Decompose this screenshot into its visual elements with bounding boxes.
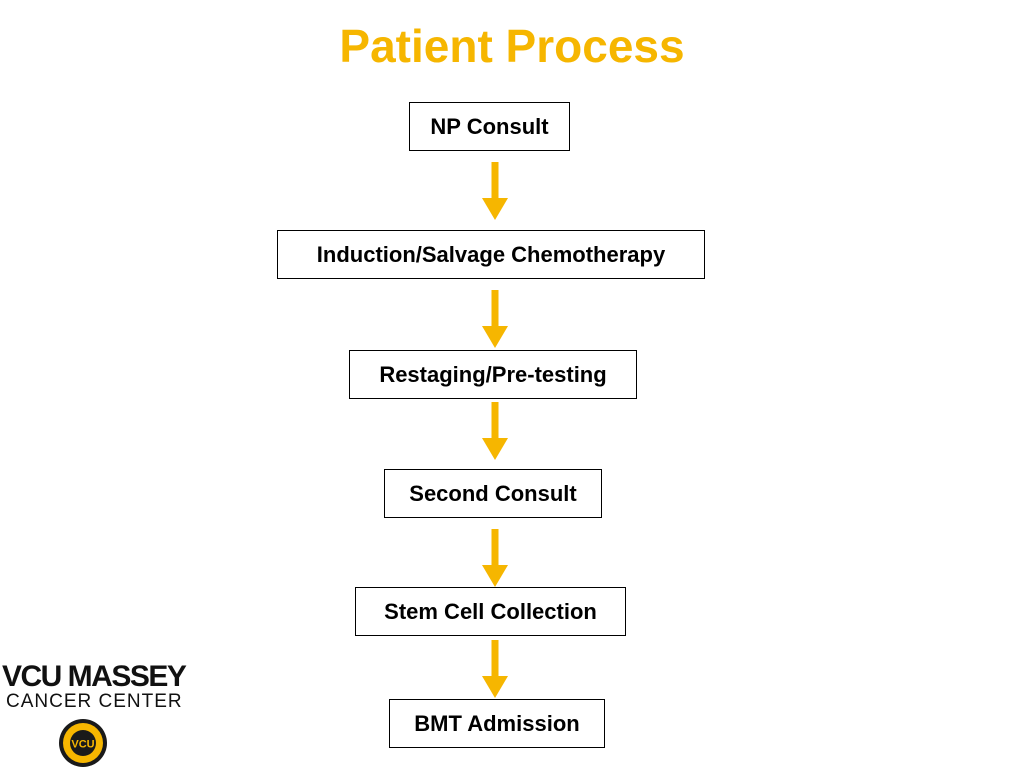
flow-step-restaging-pre-testing: Restaging/Pre-testing — [349, 350, 637, 399]
flow-step-induction-salvage-chemotherapy: Induction/Salvage Chemotherapy — [277, 230, 705, 279]
vcu-seal-icon: VCU — [59, 719, 107, 767]
flow-step-stem-cell-collection: Stem Cell Collection — [355, 587, 626, 636]
arrow-down-icon — [482, 290, 508, 348]
arrow-down-icon — [482, 529, 508, 587]
seal-text: VCU — [71, 739, 94, 751]
logo-subtitle: CANCER CENTER — [6, 691, 183, 712]
page-title: Patient Process — [339, 20, 685, 72]
flow-step-second-consult: Second Consult — [384, 469, 602, 518]
vcu-massey-logo: VCU MASSEY CANCER CENTER VCU — [0, 660, 200, 768]
flow-step-np-consult: NP Consult — [409, 102, 570, 151]
arrow-down-icon — [482, 162, 508, 220]
arrow-down-icon — [482, 402, 508, 460]
flow-step-bmt-admission: BMT Admission — [389, 699, 605, 748]
logo-wordmark: VCU MASSEY — [2, 660, 187, 693]
arrow-down-icon — [482, 640, 508, 698]
